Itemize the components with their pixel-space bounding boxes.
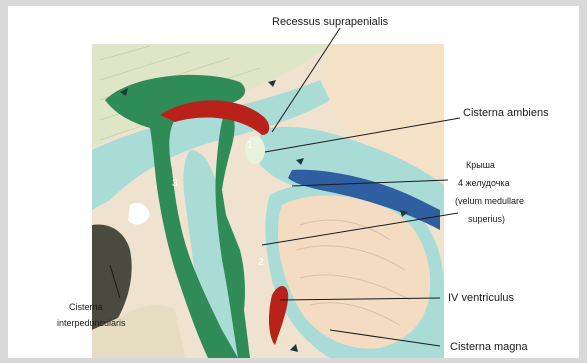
label-roof-line2: 4 желудочка [458,178,510,188]
label-roof-line1: Крыша [466,160,495,170]
label-recessus-suprapinealis: Recessus suprapenialis [272,16,388,29]
label-cisterna-ambiens: Cisterna ambiens [463,107,549,120]
marker-two: 2 [258,257,264,269]
label-interped-line2: interpeduncularis [57,318,126,328]
label-iv-ventriculus: IV ventriculus [448,292,514,305]
label-interped-line1: Cisterna [69,302,103,312]
label-cisterna-magna: Cisterna magna [450,341,528,354]
marker-three: 3 [172,178,178,190]
label-roof-line3: (velum medullare [455,196,524,206]
marker-one: 1 [247,140,253,152]
label-roof-line4: superius) [468,214,505,224]
